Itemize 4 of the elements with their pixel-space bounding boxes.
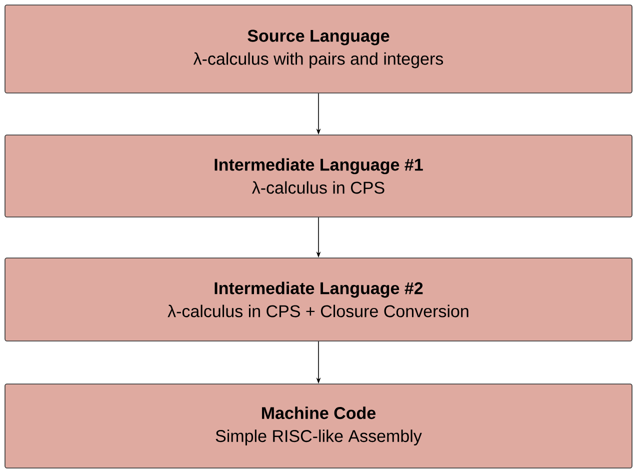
process-box: Intermediate Language #1 λ-calculus in CPS (4, 134, 632, 218)
process-box: Intermediate Language #2 λ-calculus in CPS + Closure Conversion (4, 258, 632, 342)
process-box: Machine Code Simple RISC-like Assembly (4, 384, 632, 468)
process-box: Source Language λ-calculus with pairs and integers (4, 4, 632, 94)
